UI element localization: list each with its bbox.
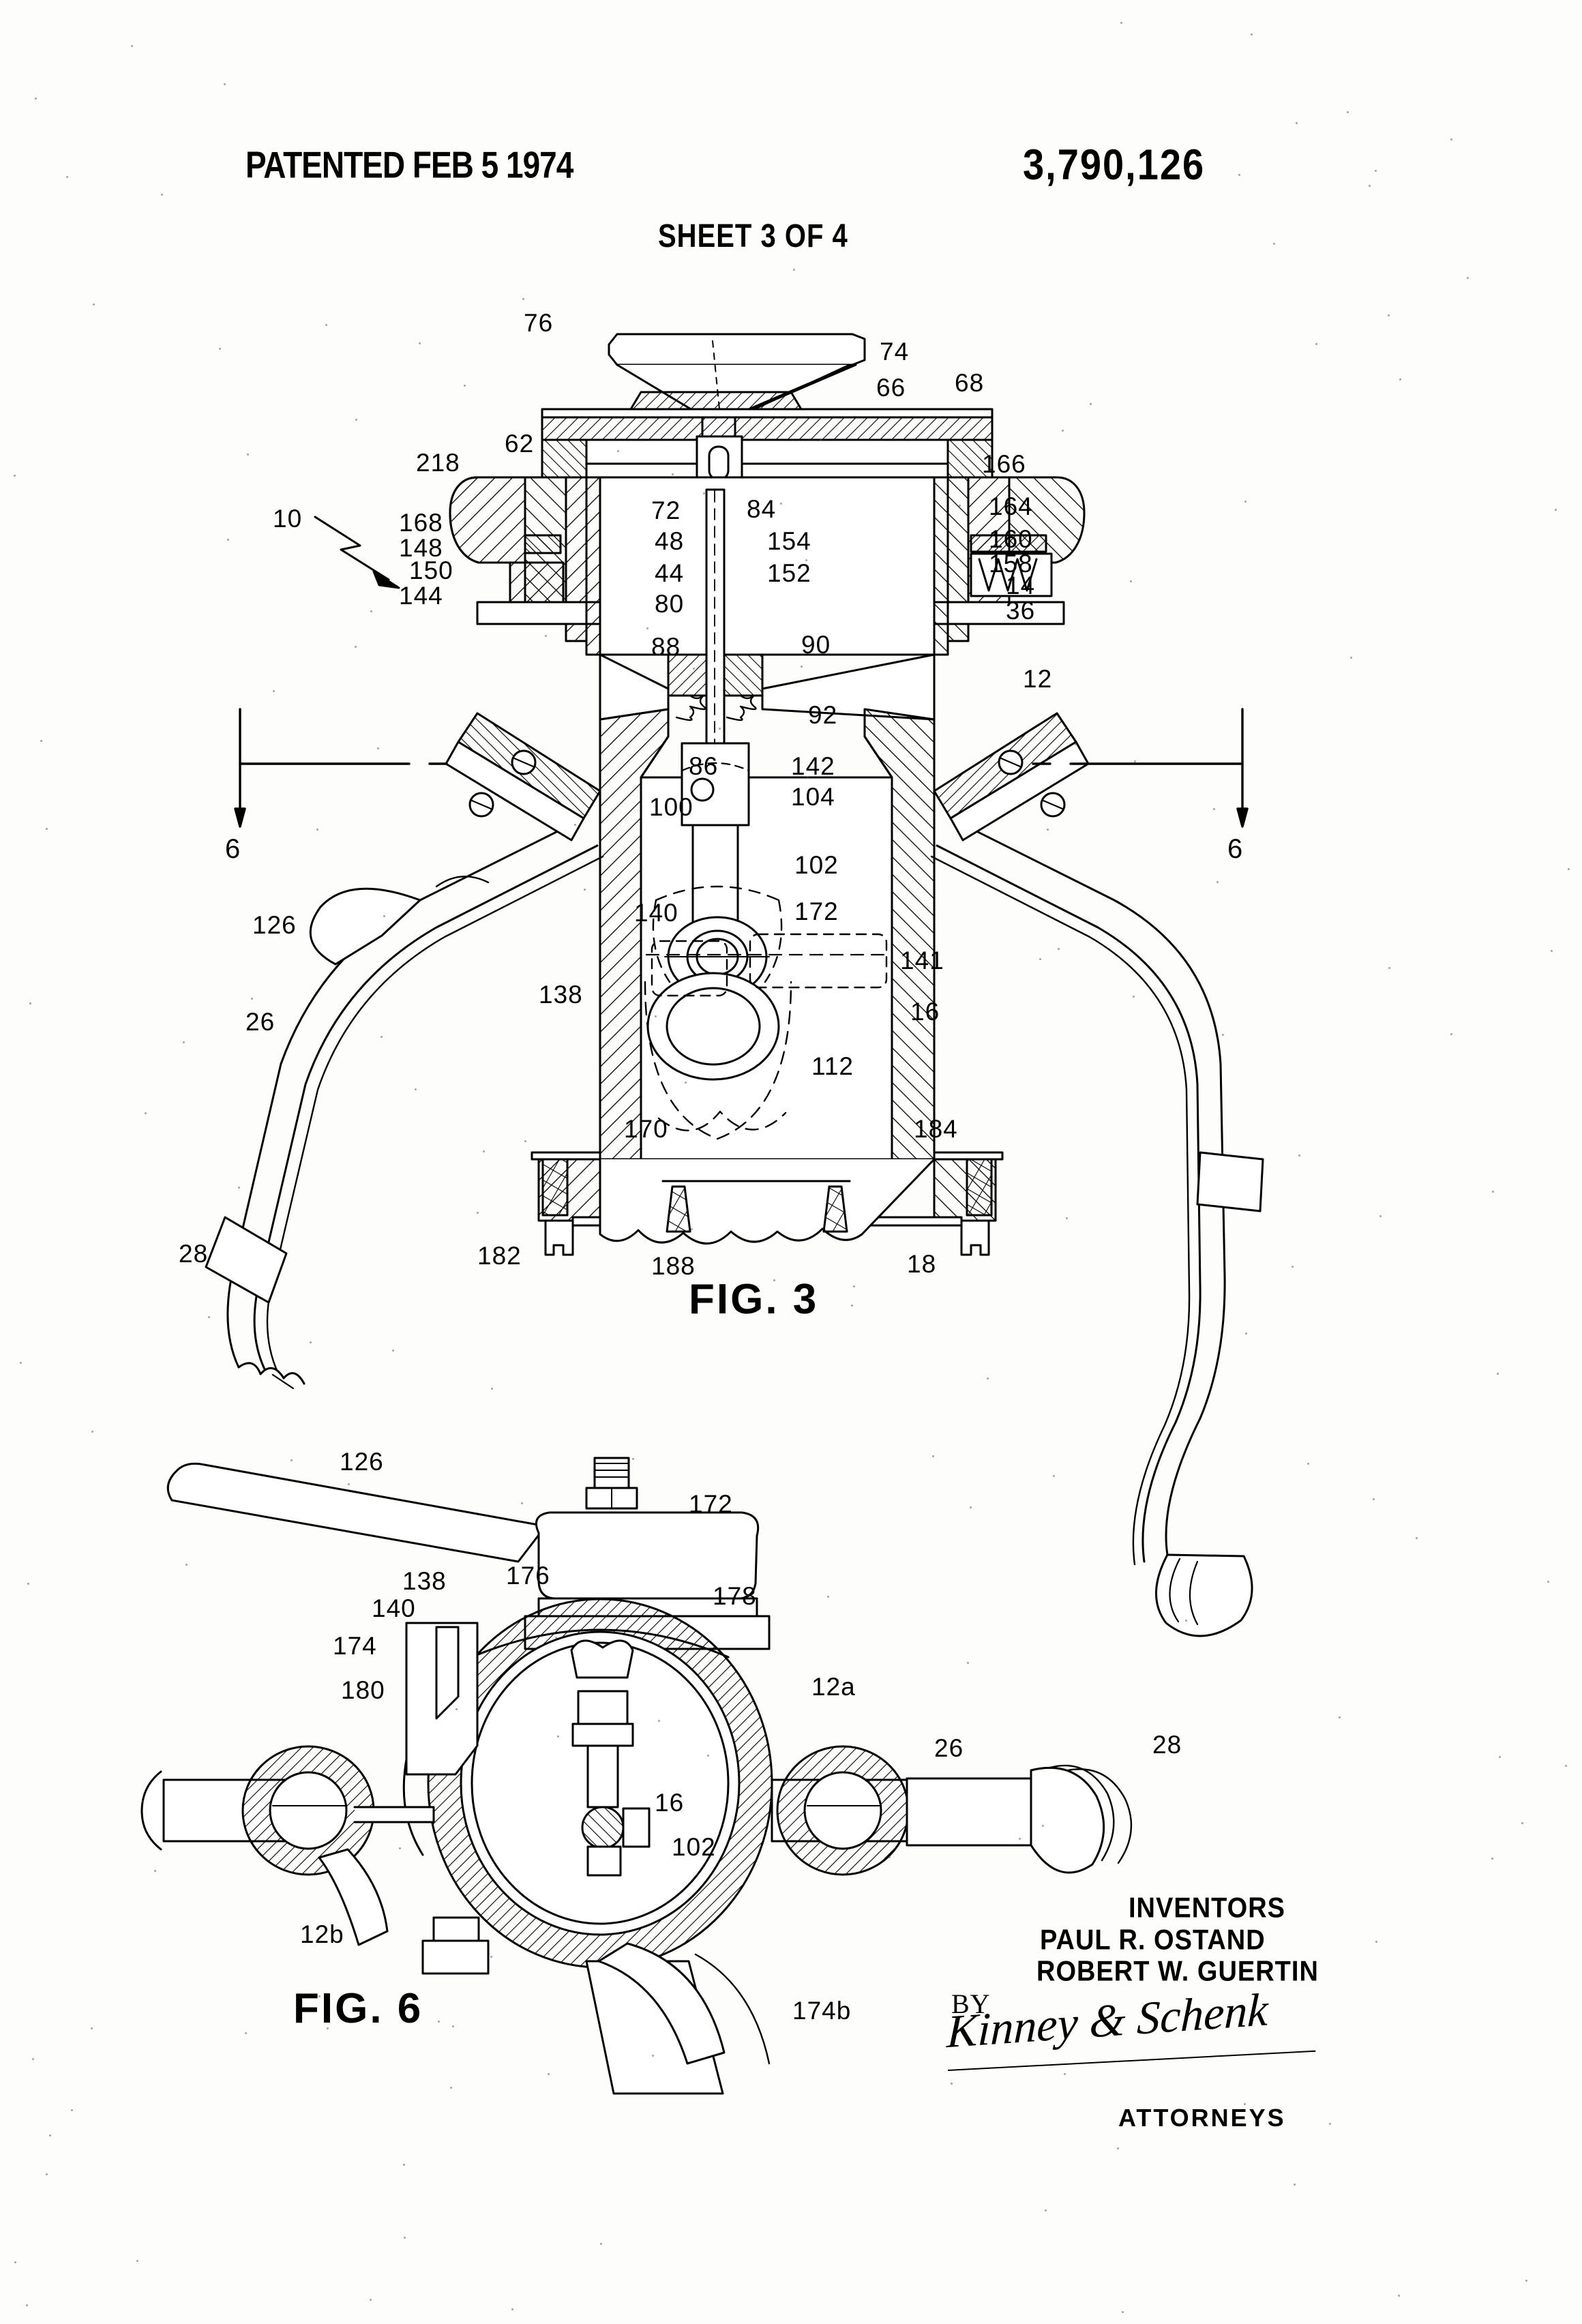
inventor-name-2: ROBERT W. GUERTIN: [1036, 1956, 1319, 1988]
reference-numeral-172: 172: [794, 897, 839, 925]
reference-numeral-138: 138: [402, 1567, 447, 1595]
figure-6-assembly: [140, 1457, 1133, 2095]
reference-numeral-76: 76: [524, 309, 554, 337]
reference-numeral-80: 80: [655, 590, 685, 618]
reference-numeral-72: 72: [651, 496, 681, 524]
reference-numeral-218: 218: [416, 449, 460, 477]
reference-numeral-90: 90: [801, 631, 831, 659]
reference-numeral-10: 10: [273, 505, 303, 533]
by-label: BY: [951, 1988, 991, 2019]
reference-numeral-182: 182: [477, 1242, 522, 1270]
reference-numeral-44: 44: [655, 559, 685, 587]
reference-numeral-138: 138: [539, 981, 583, 1009]
reference-numeral-141: 141: [900, 947, 944, 974]
attorneys-label: ATTORNEYS: [1118, 2104, 1286, 2132]
fig3-hopper: [608, 333, 866, 451]
reference-numeral-184: 184: [914, 1115, 958, 1143]
section-mark-left-6: 6: [225, 834, 241, 864]
reference-numeral-142: 142: [791, 752, 835, 780]
reference-numeral-176: 176: [506, 1562, 550, 1590]
reference-numeral-140: 140: [372, 1594, 416, 1622]
reference-numeral-26: 26: [245, 1008, 275, 1036]
reference-numeral-126: 126: [340, 1448, 384, 1476]
reference-numeral-164: 164: [989, 492, 1033, 520]
reference-numeral-92: 92: [808, 701, 838, 729]
reference-numeral-154: 154: [767, 527, 811, 555]
section-mark-right-6: 6: [1227, 834, 1244, 864]
reference-numeral-14: 14: [1006, 571, 1036, 599]
reference-numeral-26: 26: [934, 1734, 964, 1762]
reference-numeral-88: 88: [651, 633, 681, 661]
figure-3-assembly: [205, 333, 1264, 1637]
reference-numeral-148: 148: [399, 534, 443, 562]
reference-numeral-174: 174: [333, 1632, 377, 1660]
reference-numeral-36: 36: [1006, 597, 1036, 625]
reference-numeral-166: 166: [982, 450, 1026, 478]
reference-numeral-68: 68: [955, 369, 985, 397]
reference-numeral-160: 160: [989, 525, 1033, 553]
inventor-name-1: PAUL R. OSTAND: [1040, 1924, 1266, 1956]
reference-numeral-12a: 12a: [811, 1673, 856, 1701]
fig3-lower-body: [599, 708, 936, 1161]
figure-6-caption: FIG. 6: [293, 1985, 423, 2032]
reference-numeral-150: 150: [409, 556, 453, 584]
reference-numeral-100: 100: [649, 793, 693, 821]
reference-numeral-102: 102: [794, 851, 839, 879]
reference-numeral-178: 178: [713, 1582, 757, 1610]
reference-numeral-188: 188: [651, 1252, 696, 1280]
reference-numeral-28: 28: [1152, 1731, 1182, 1759]
reference-numeral-126: 126: [252, 911, 297, 939]
reference-numeral-102: 102: [672, 1833, 716, 1861]
sheet-number-label: SHEET 3 OF 4: [658, 218, 848, 254]
fig3-section-line-markers: [234, 708, 1249, 828]
reference-numeral-12b: 12b: [300, 1920, 344, 1948]
reference-numeral-174b: 174b: [792, 1997, 852, 2025]
reference-numeral-12: 12: [1023, 665, 1053, 693]
reference-numeral-140: 140: [634, 899, 678, 927]
reference-numeral-28: 28: [179, 1240, 209, 1268]
reference-numeral-172: 172: [689, 1490, 733, 1518]
reference-numeral-168: 168: [399, 509, 443, 537]
reference-numeral-152: 152: [767, 559, 811, 587]
reference-numeral-86: 86: [689, 752, 719, 780]
reference-numeral-62: 62: [505, 430, 535, 458]
reference-numeral-74: 74: [880, 338, 910, 366]
reference-numeral-16: 16: [910, 998, 940, 1026]
reference-numeral-16: 16: [655, 1789, 685, 1817]
reference-numeral-158: 158: [989, 550, 1033, 578]
reference-numeral-104: 104: [791, 783, 835, 811]
fig3-assembly-pointer-arrow: [314, 516, 400, 589]
fig3-left-leg: [205, 712, 604, 1390]
reference-numeral-112: 112: [811, 1052, 854, 1080]
inventors-label: INVENTORS: [1129, 1892, 1286, 1924]
reference-numeral-170: 170: [624, 1115, 668, 1143]
reference-numeral-144: 144: [399, 582, 443, 610]
reference-numeral-180: 180: [341, 1676, 385, 1704]
reference-numeral-18: 18: [907, 1250, 937, 1278]
fig3-right-leg: [930, 712, 1264, 1637]
fig3-base: [531, 1151, 1004, 1256]
patent-number: 3,790,126: [1023, 140, 1206, 189]
fig3-body-barrel: [585, 476, 949, 772]
fig3-upper-flange: [449, 391, 1086, 642]
patent-date-stamp: PATENTED FEB 5 1974: [245, 144, 573, 186]
reference-numeral-48: 48: [655, 527, 685, 555]
figure-3-caption: FIG. 3: [689, 1276, 819, 1323]
reference-numeral-84: 84: [747, 495, 777, 523]
reference-numeral-66: 66: [876, 374, 906, 402]
